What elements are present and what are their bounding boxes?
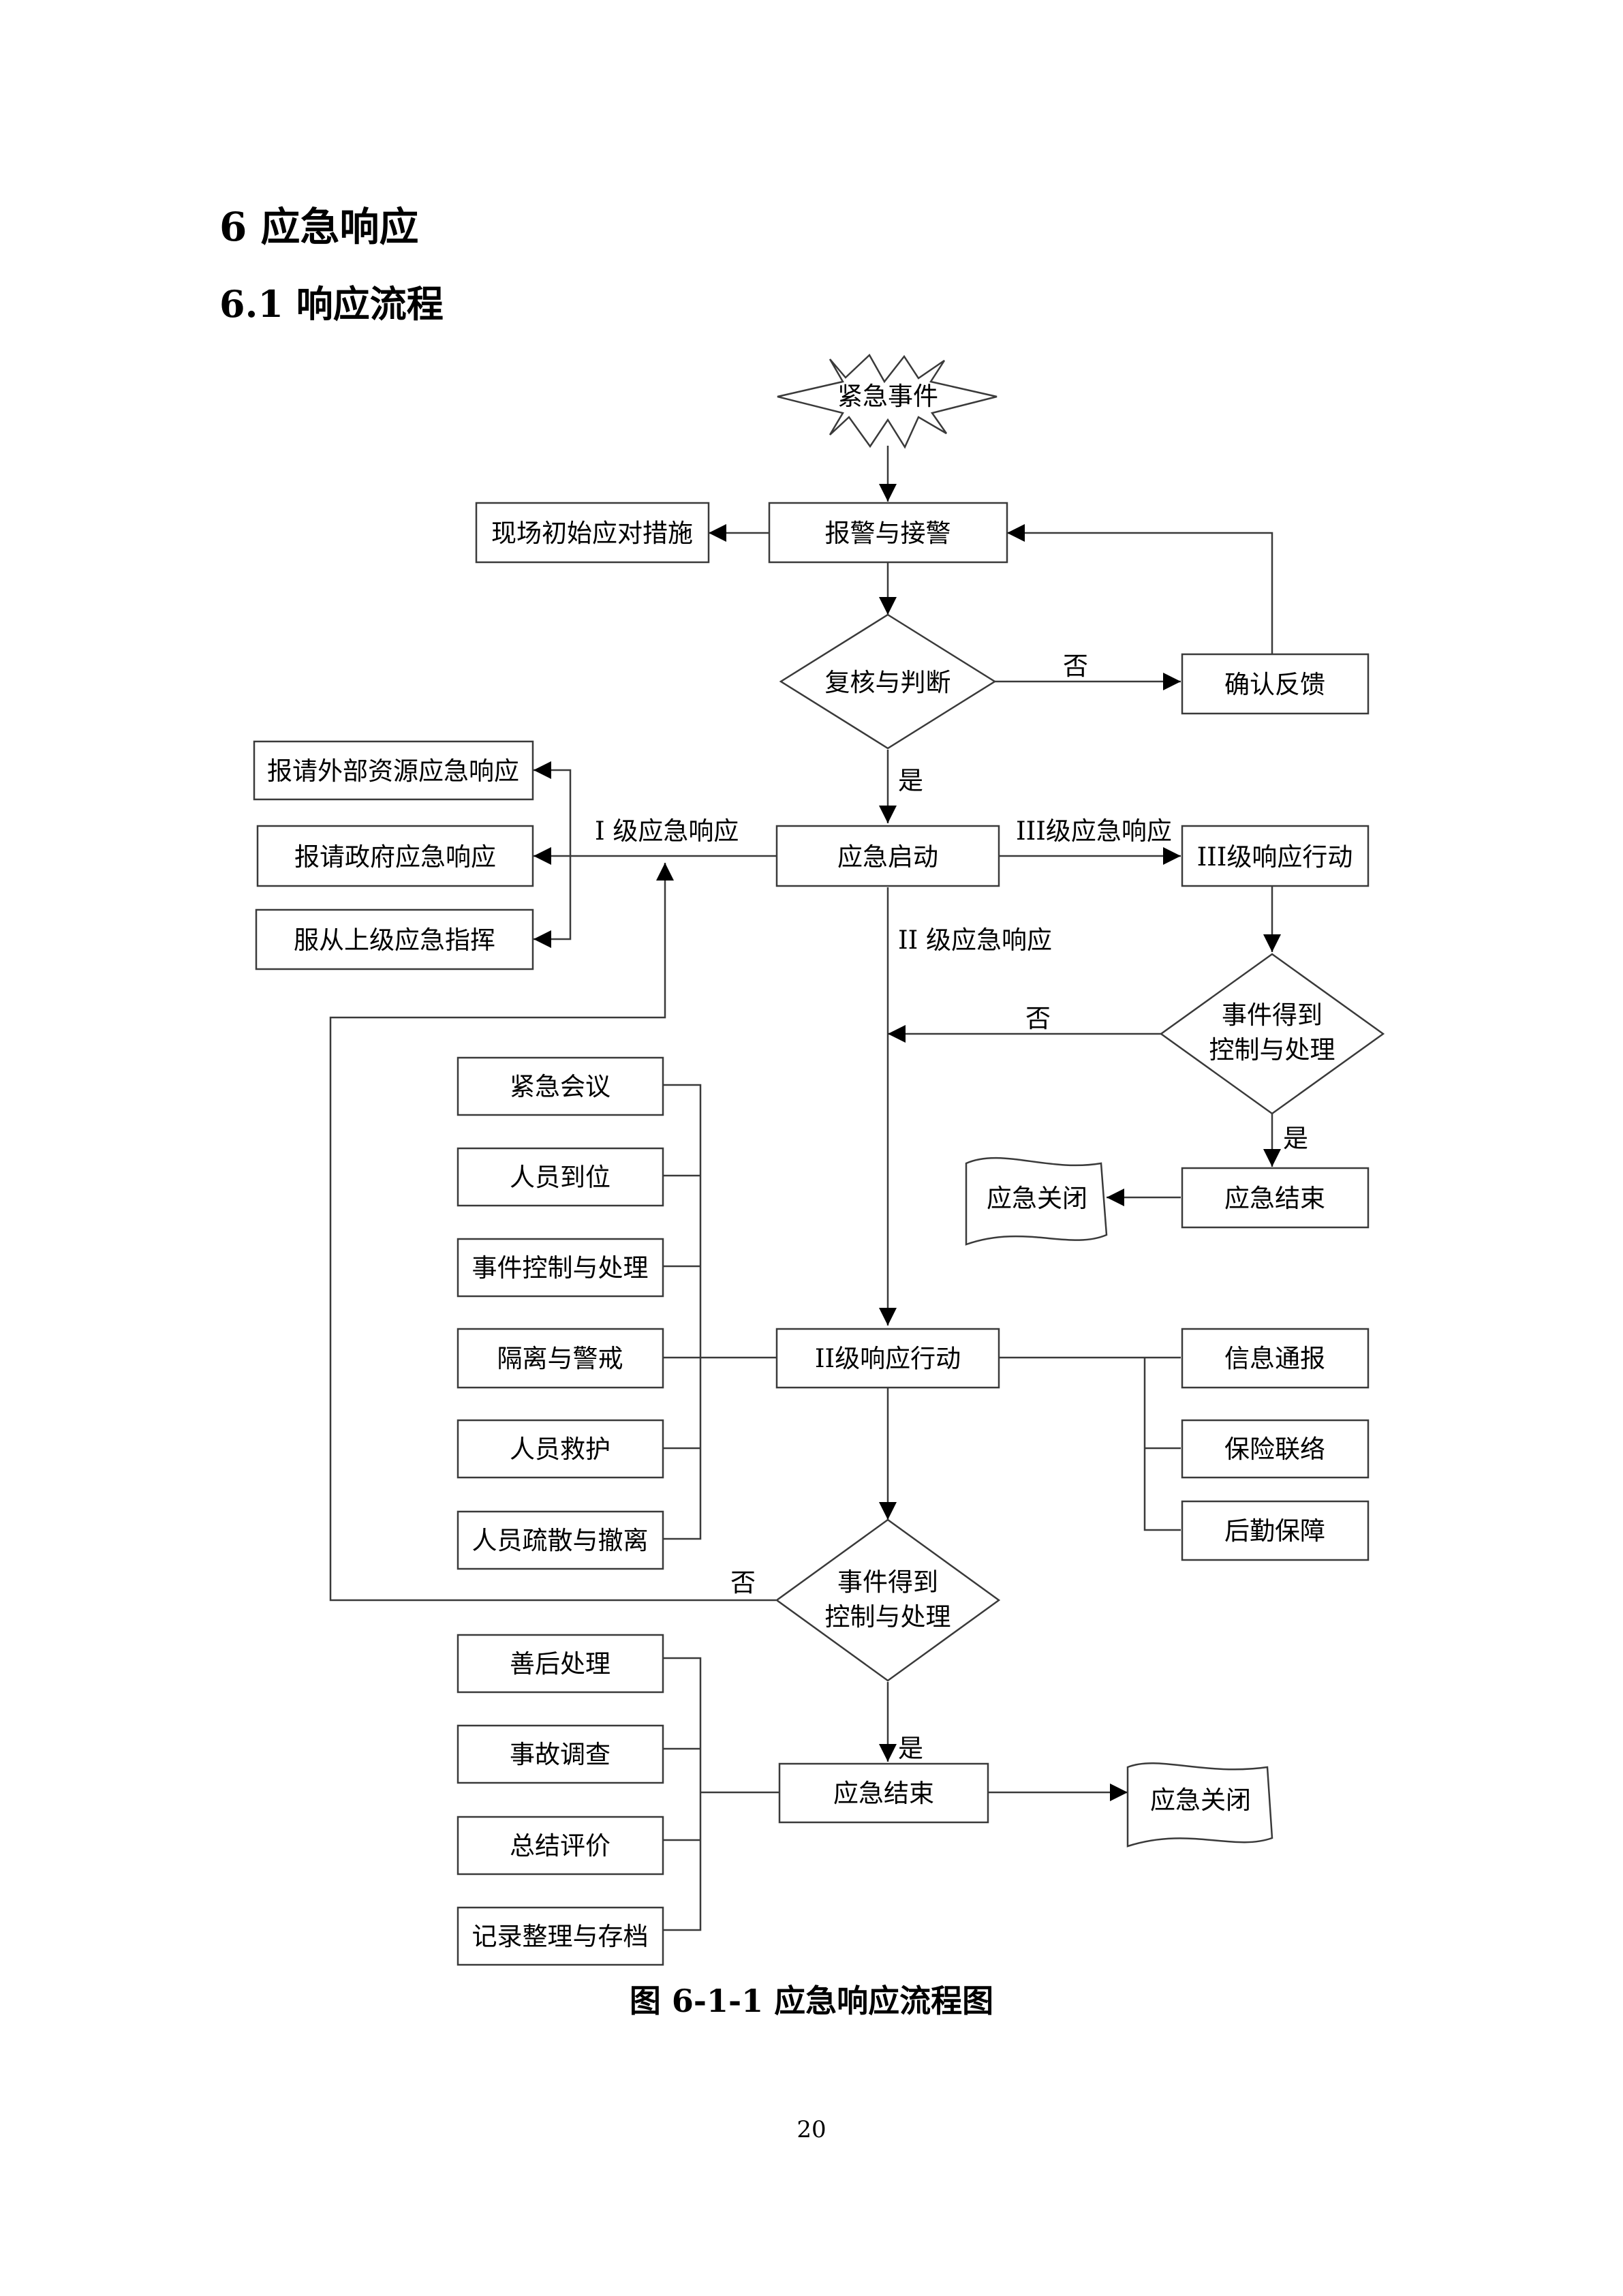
page-number: 20 (797, 2116, 826, 2143)
controlled-1-line2: 控制与处理 (1209, 1035, 1335, 1065)
start-event-label: 紧急事件 (837, 382, 938, 411)
left-group-item: 事件控制与处理 (472, 1253, 649, 1283)
level2-action-node: II级响应行动 (775, 1328, 1000, 1389)
aftermath-item: 善后处理 (510, 1649, 610, 1679)
launch-node: 应急启动 (775, 825, 1000, 887)
figure-caption: 图 6-1-1 应急响应流程图 (629, 1983, 994, 2019)
external-resource-node: 报请外部资源应急响应 (253, 740, 534, 801)
level2-action-label: II级响应行动 (815, 1344, 961, 1373)
onsite-measures-label: 现场初始应对措施 (491, 519, 693, 548)
review-decision: 复核与判断 (779, 613, 997, 750)
edge-label-no: 否 (1063, 652, 1088, 681)
controlled-decision-2: 事件得到 控制与处理 (775, 1518, 1001, 1682)
controlled-2-line1: 事件得到 (837, 1567, 938, 1597)
edge-label-yes: 是 (898, 766, 923, 795)
close-1-label: 应急关闭 (987, 1184, 1087, 1213)
end-1-label: 应急结束 (1224, 1184, 1325, 1213)
aftermath-item: 事故调查 (510, 1740, 610, 1769)
left-group-item: 人员救护 (510, 1435, 610, 1464)
government-label: 报请政府应急响应 (294, 842, 496, 872)
start-event-node: 紧急事件 (777, 353, 998, 449)
review-label: 复核与判断 (825, 668, 951, 697)
superior-command-label: 服从上级应急指挥 (294, 925, 495, 955)
left-group-item: 人员疏散与撤离 (472, 1526, 649, 1555)
subsection-heading: 6.1 响应流程 (219, 282, 444, 326)
close-node-1: 应急关闭 (965, 1157, 1108, 1246)
aftermath-item: 记录整理与存档 (472, 1922, 649, 1951)
section-heading: 6 应急响应 (219, 204, 419, 250)
edge-label-level3: III级应急响应 (1016, 816, 1172, 846)
confirm-feedback-node: 确认反馈 (1181, 653, 1370, 715)
edge-labels: 否 是 I 级应急响应 III级应急响应 II 级应急响应 否 是 否 是 (595, 652, 1308, 1763)
end-node-2: 应急结束 (778, 1762, 989, 1824)
confirm-feedback-label: 确认反馈 (1224, 670, 1325, 699)
superior-command-node: 服从上级应急指挥 (255, 908, 534, 970)
right-group-item: 保险联络 (1224, 1435, 1325, 1464)
onsite-measures-node: 现场初始应对措施 (475, 502, 710, 564)
launch-label: 应急启动 (837, 842, 938, 872)
level3-action-node: III级响应行动 (1181, 825, 1370, 887)
controlled-2-line2: 控制与处理 (825, 1602, 951, 1632)
controlled-1-line1: 事件得到 (1222, 1000, 1323, 1030)
end-node-1: 应急结束 (1181, 1167, 1370, 1229)
left-action-group: 紧急会议 人员到位 事件控制与处理 隔离与警戒 人员救护 人员疏散与撤离 (457, 1056, 664, 1570)
connectors (329, 446, 1281, 1931)
aftermath-item: 总结评价 (510, 1831, 610, 1861)
alarm-label: 报警与接警 (825, 519, 951, 548)
edge-label-no: 否 (730, 1568, 756, 1597)
alarm-node: 报警与接警 (768, 502, 1008, 564)
edge-label-yes: 是 (1283, 1124, 1308, 1153)
aftermath-group: 善后处理 事故调查 总结评价 记录整理与存档 (457, 1634, 664, 1966)
edge-label-level2: II 级应急响应 (898, 925, 1052, 955)
left-group-item: 隔离与警戒 (497, 1344, 623, 1373)
left-group-item: 人员到位 (510, 1163, 610, 1192)
government-node: 报请政府应急响应 (256, 825, 534, 887)
left-group-item: 紧急会议 (510, 1072, 610, 1101)
right-group-item: 后勤保障 (1224, 1516, 1325, 1546)
external-resource-label: 报请外部资源应急响应 (267, 756, 519, 786)
controlled-decision-1: 事件得到 控制与处理 (1159, 953, 1385, 1115)
edge-label-no: 否 (1025, 1004, 1051, 1033)
edge-label-yes: 是 (898, 1734, 923, 1763)
right-group-item: 信息通报 (1224, 1344, 1325, 1373)
end-2-label: 应急结束 (833, 1779, 934, 1808)
edge-label-level1: I 级应急响应 (595, 816, 739, 846)
close-2-label: 应急关闭 (1150, 1786, 1251, 1815)
close-node-2: 应急关闭 (1126, 1762, 1273, 1848)
level3-action-label: III级响应行动 (1197, 842, 1353, 872)
right-action-group: 信息通报 保险联络 后勤保障 (1181, 1328, 1370, 1561)
